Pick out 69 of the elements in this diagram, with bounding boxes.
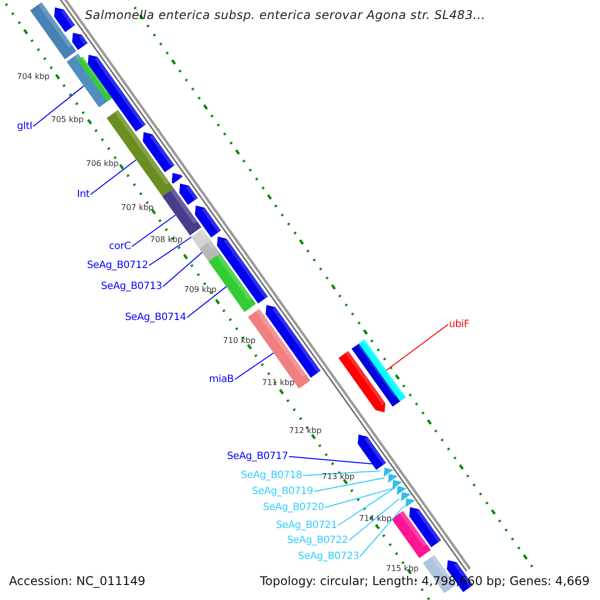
gene-block: [392, 510, 431, 558]
leader-line: [288, 456, 373, 464]
leader-line: [186, 286, 227, 318]
gene-label: SeAg_B0721: [276, 520, 337, 531]
scale-label: 710 kbp: [223, 337, 256, 346]
leader-line: [148, 236, 192, 266]
leader-line: [32, 85, 84, 127]
leader-line: [234, 352, 274, 380]
gene-block: [106, 110, 174, 196]
info-text: Accession: NC_011149: [9, 575, 146, 588]
gene-label: gltI: [17, 121, 32, 132]
scale-label: 708 kbp: [150, 236, 183, 245]
gene-block: [338, 351, 386, 412]
gene-label: SeAg_B0713: [101, 281, 162, 292]
gene-block: [352, 339, 406, 407]
scale-label: 704 kbp: [17, 73, 50, 82]
leader-line: [90, 159, 137, 195]
gene-marker: [396, 486, 406, 496]
scale-label: 711 kbp: [262, 379, 295, 388]
gene-label: SeAg_B0718: [241, 470, 302, 481]
scale-label: 712 kbp: [289, 427, 322, 436]
gene-block: [142, 132, 175, 172]
gene-block: [216, 236, 268, 304]
leader-line: [314, 477, 385, 492]
gene-marker: [388, 474, 398, 483]
gene-label: Int: [77, 189, 90, 200]
scale-label: 706 kbp: [86, 160, 119, 169]
leader-line: [338, 486, 396, 526]
gene-label: SeAg_B0714: [125, 312, 186, 323]
gene-block: [191, 228, 211, 248]
gene-label: SeAg_B0712: [87, 260, 148, 271]
gene-label: ubiF: [449, 319, 470, 330]
leader-line: [162, 252, 203, 287]
gene-block: [72, 32, 88, 50]
leader-line: [324, 488, 393, 508]
leader-line: [348, 498, 400, 541]
gene-marker: [384, 468, 394, 477]
scale-label: 713 kbp: [322, 473, 355, 482]
gene-label: miaB: [209, 374, 234, 385]
gene-block: [162, 188, 202, 236]
gene-label: SeAg_B0720: [263, 502, 324, 513]
leader-line: [386, 324, 448, 371]
gene-label: SeAg_B0717: [227, 451, 288, 462]
gene-block: [54, 7, 75, 32]
gene-label: SeAg_B0722: [287, 535, 348, 546]
gene-block: [172, 172, 183, 184]
scale-label: 715 kbp: [386, 565, 419, 574]
leader-line: [131, 214, 176, 247]
title: Salmonella enterica subsp. enterica serovar Agona str. SL483...: [85, 9, 486, 22]
scale-label: 709 kbp: [184, 286, 217, 295]
gene-block: [194, 206, 221, 238]
gene-block: [179, 184, 198, 205]
leader-line: [360, 505, 405, 557]
gene-block: [88, 54, 146, 132]
gene-block: [30, 2, 76, 60]
gene-marker: [405, 498, 416, 508]
gene-block: [409, 507, 442, 548]
leader-line: [302, 470, 380, 476]
gene-label: corC: [109, 241, 131, 252]
gene-marker: [392, 480, 402, 490]
scale-label: 714 kbp: [359, 515, 392, 524]
scale-label: 705 kbp: [51, 116, 84, 125]
gene-label: SeAg_B0719: [252, 486, 313, 497]
gene-label: SeAg_B0723: [298, 551, 359, 562]
gene-marker: [401, 492, 411, 502]
gene-block: [199, 240, 220, 262]
scale-label: 707 kbp: [121, 204, 154, 213]
gene-block: [266, 304, 321, 378]
gene-block: [358, 434, 386, 470]
